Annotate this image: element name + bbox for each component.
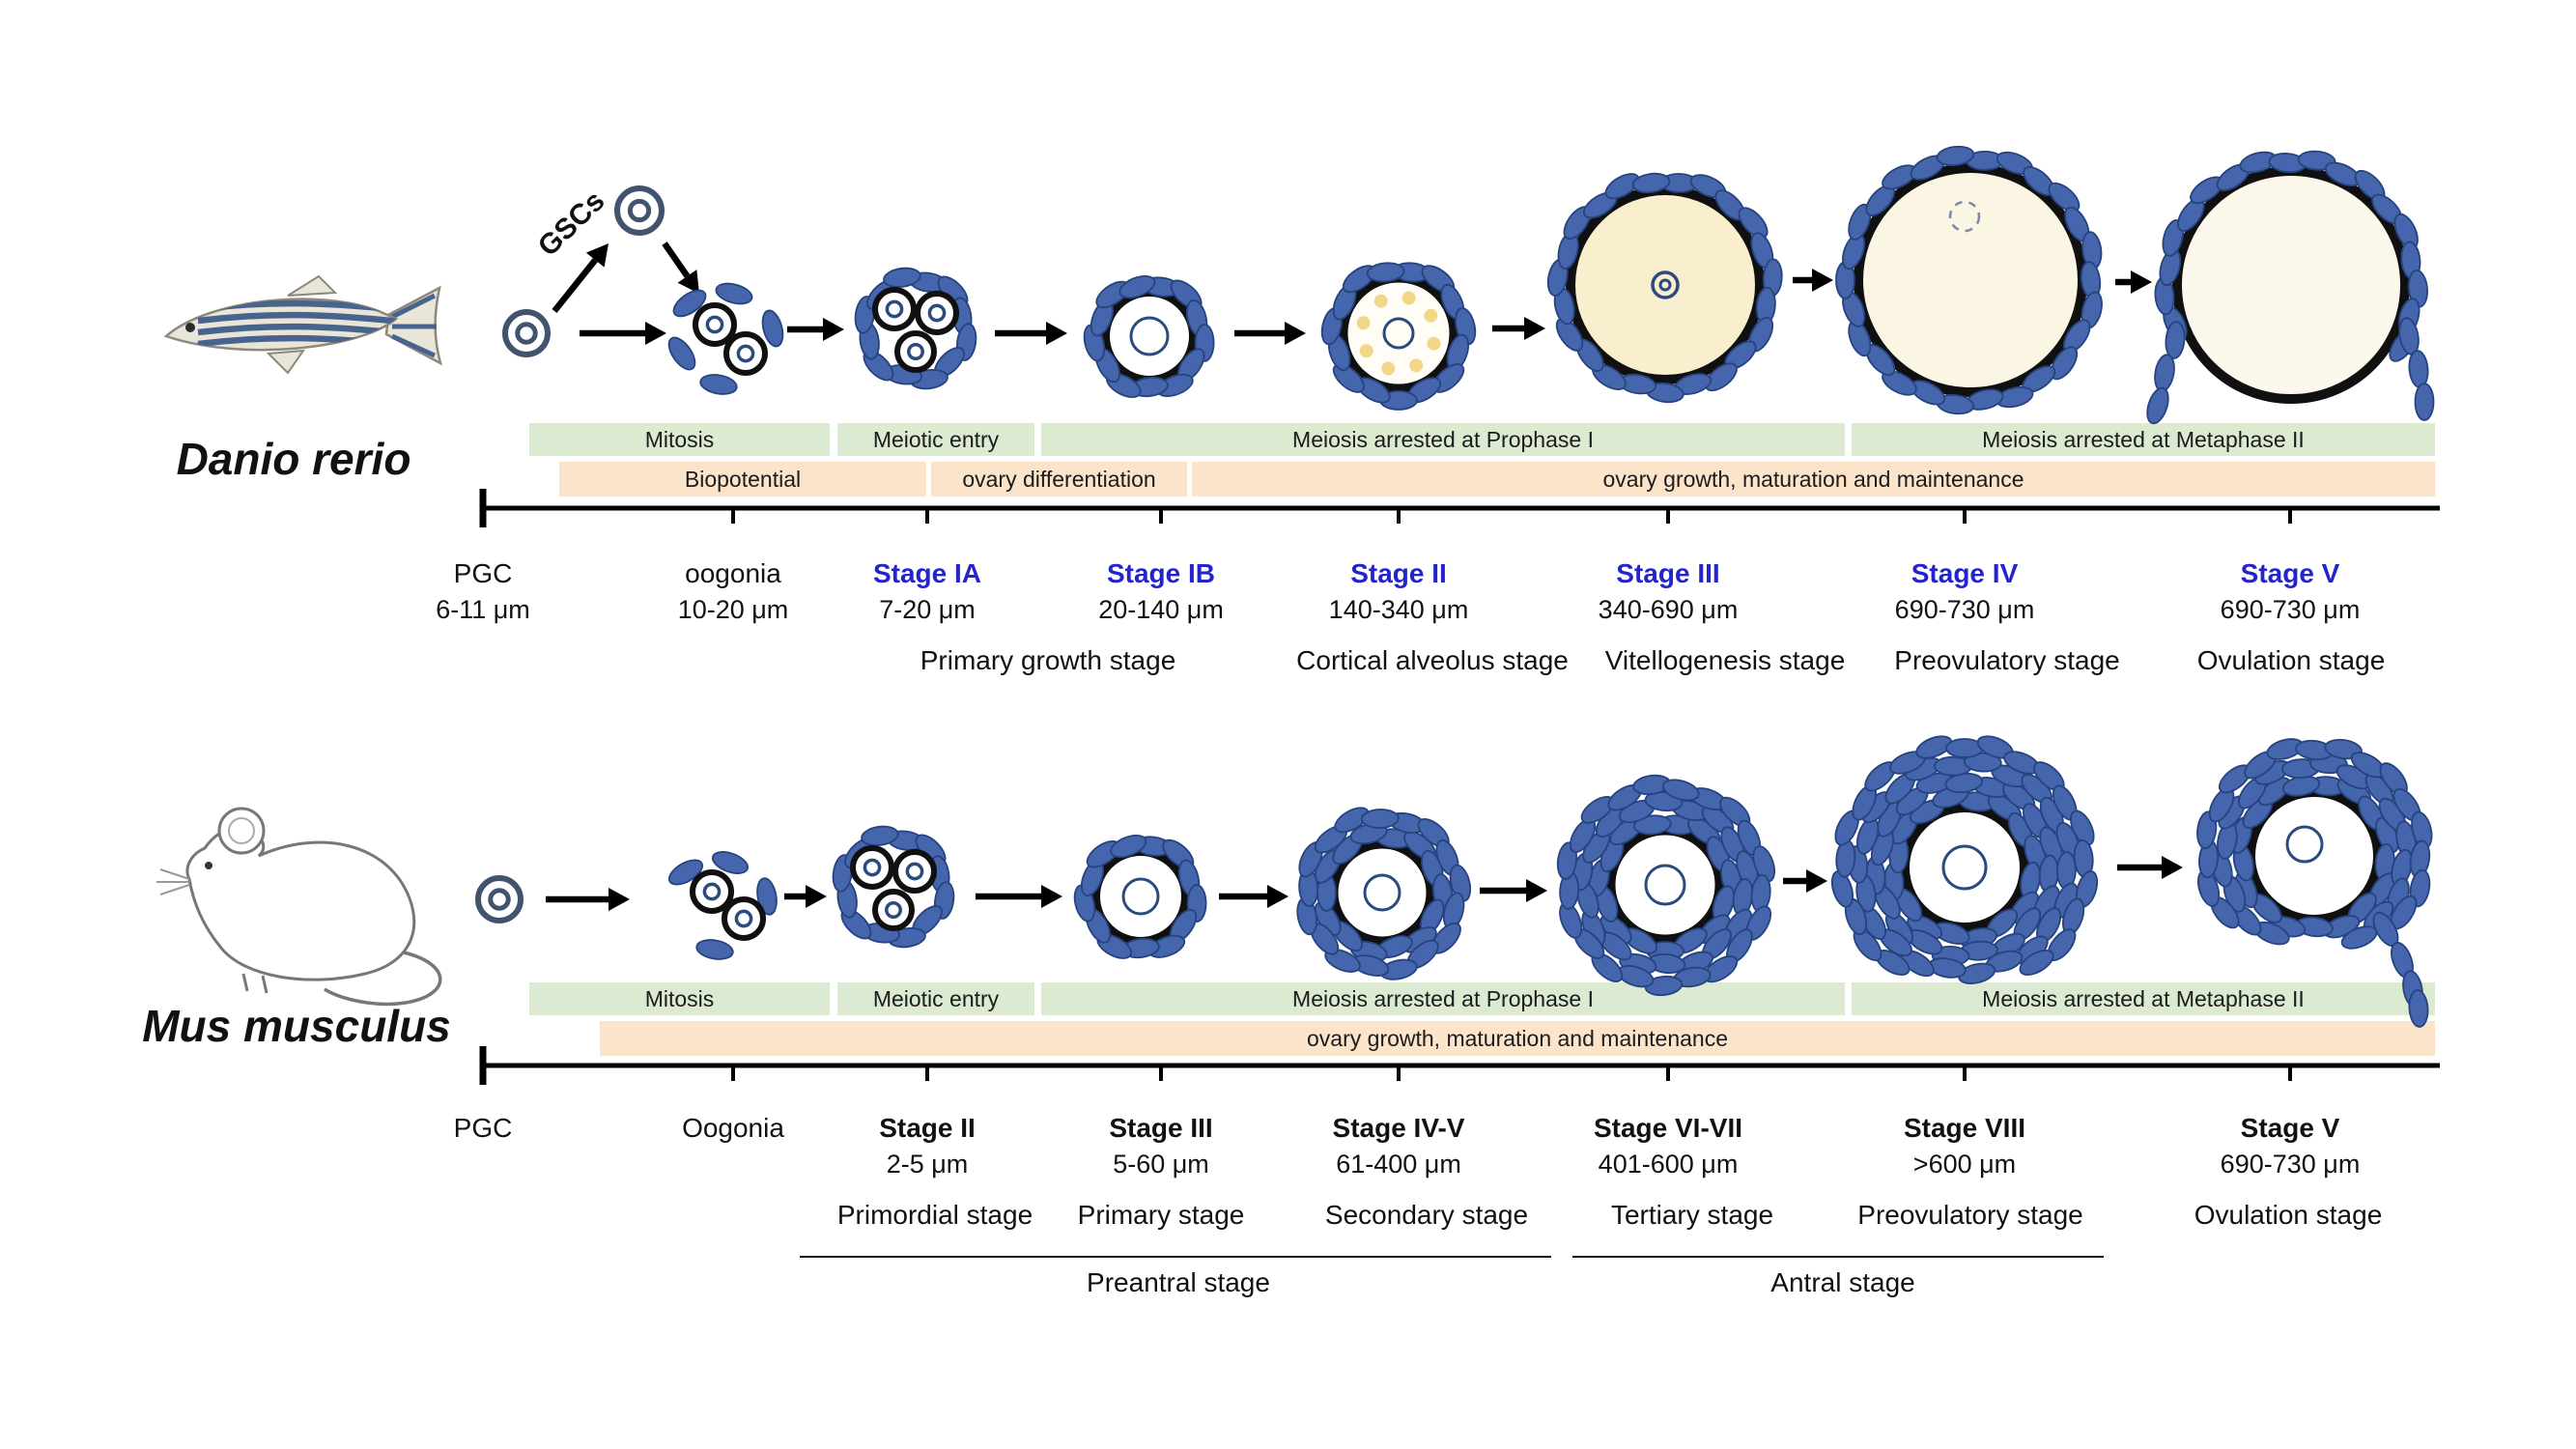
zf-bar-ovary-differentiation: ovary differentiation [931, 462, 1187, 497]
ms-bar-prophase-arrest: Meiosis arrested at Prophase I [1041, 982, 1845, 1015]
zebrafish-cells [502, 145, 2435, 425]
mouse-species-label: Mus musculus [142, 1001, 451, 1051]
ms-phase-tertiary: Tertiary stage [1610, 1200, 1774, 1230]
zf-stage-name: Stage II [1350, 558, 1447, 588]
ms-stage-col-viii: Stage VIII >600 μm [1904, 1109, 2025, 1180]
zf-stage-name: Stage IV [1911, 558, 2019, 588]
zf-stage-name: oogonia [685, 558, 781, 588]
zf-stage-col-iv: Stage IV 690-730 μm [1895, 554, 2035, 626]
ms-group-antral: Antral stage [1770, 1267, 1915, 1297]
zf-stage-name: Stage IB [1106, 558, 1216, 588]
zf-phase-primary-growth: Primary growth stage [920, 645, 1176, 675]
ms-bar-metaphase-arrest: Meiosis arrested at Metaphase II [1852, 982, 2435, 1015]
ms-stage-size: >600 μm [1912, 1150, 2017, 1179]
zf-bar-metaphase-arrest: Meiosis arrested at Metaphase II [1852, 423, 2435, 456]
ms-stage-size: 61-400 μm [1336, 1150, 1461, 1179]
ms-stage-col-ii: Stage II 2-5 μm [879, 1109, 976, 1180]
ms-stage-col-iii: Stage III 5-60 μm [1109, 1109, 1212, 1180]
zebrafish-species-label: Danio rerio [176, 434, 411, 484]
zf-bar-meiotic-entry: Meiotic entry [837, 423, 1034, 456]
ms-stage-col-pgc: PGC [454, 1109, 513, 1148]
ms-bar-ovary-growth: ovary growth, maturation and maintenance [600, 1021, 2435, 1056]
ms-stage-name: Oogonia [682, 1113, 784, 1143]
zf-stage-size: 690-730 μm [1894, 595, 2035, 624]
zf-stage-col-ii: Stage II 140-340 μm [1329, 554, 1469, 626]
ms-stage-size: 2-5 μm [886, 1150, 969, 1179]
ms-stage-col-v: Stage V 690-730 μm [2221, 1109, 2361, 1180]
gscs-label: GSCs [531, 185, 611, 263]
ms-stage-col-oogonia: Oogonia [682, 1109, 784, 1148]
zf-stage-col-v: Stage V 690-730 μm [2221, 554, 2361, 626]
ms-phase-primordial: Primordial stage [836, 1200, 1033, 1230]
ms-stage-size: 5-60 μm [1113, 1150, 1209, 1179]
zf-phase-preovulatory: Preovulatory stage [1894, 645, 2120, 675]
zf-stage-size: 20-140 μm [1098, 595, 1224, 624]
zf-stage-col-pgc: PGC 6-11 μm [436, 554, 530, 626]
ms-stage-name: Stage V [2240, 1113, 2340, 1143]
ms-phase-ovulation: Ovulation stage [2194, 1200, 2383, 1230]
zf-stage-size: 10-20 μm [677, 595, 789, 624]
zf-stage-size: 340-690 μm [1598, 595, 1739, 624]
ms-stage-name: Stage III [1109, 1113, 1213, 1143]
ms-stage-name: Stage VI-VII [1593, 1113, 1743, 1143]
zf-stage-col-ia: Stage IA 7-20 μm [873, 554, 981, 626]
ms-stage-name: Stage VIII [1903, 1113, 2026, 1143]
zf-bar-biopotential: Biopotential [559, 462, 926, 497]
ms-stage-size: 690-730 μm [2220, 1150, 2361, 1179]
ms-stage-name: Stage IV-V [1332, 1113, 1465, 1143]
zf-stage-col-ib: Stage IB 20-140 μm [1098, 554, 1224, 626]
zf-stage-size: 6-11 μm [436, 595, 530, 624]
zf-phase-ovulation: Ovulation stage [2196, 645, 2386, 675]
zf-stage-name: Stage V [2240, 558, 2340, 588]
ms-bar-mitosis: Mitosis [529, 982, 830, 1015]
zf-stage-size: 690-730 μm [2220, 595, 2361, 624]
ms-phase-primary: Primary stage [1077, 1200, 1245, 1230]
ms-stage-col-vi-vii: Stage VI-VII 401-600 μm [1594, 1109, 1742, 1180]
zf-bar-ovary-growth: ovary growth, maturation and maintenance [1192, 462, 2435, 497]
zf-stage-name: Stage IA [872, 558, 982, 588]
zf-stage-col-iii: Stage III 340-690 μm [1599, 554, 1739, 626]
zf-bar-mitosis: Mitosis [529, 423, 830, 456]
antral-underline [1572, 1256, 2104, 1258]
zf-stage-size: 140-340 μm [1328, 595, 1469, 624]
mouse-illustration [156, 807, 442, 1007]
ms-bar-meiotic-entry: Meiotic entry [837, 982, 1034, 1015]
zf-stage-name: Stage III [1616, 558, 1720, 588]
ms-stage-col-iv-v: Stage IV-V 61-400 μm [1333, 1109, 1465, 1180]
zf-stage-name: PGC [453, 558, 513, 588]
zebrafish-illustration [163, 274, 442, 375]
zf-stage-col-oogonia: oogonia 10-20 μm [678, 554, 789, 626]
preantral-underline [800, 1256, 1551, 1258]
ms-phase-secondary: Secondary stage [1324, 1200, 1529, 1230]
zf-phase-vitellogenesis: Vitellogenesis stage [1604, 645, 1846, 675]
zf-bar-prophase-arrest: Meiosis arrested at Prophase I [1041, 423, 1845, 456]
ms-stage-size: 401-600 μm [1598, 1150, 1739, 1179]
ms-group-preantral: Preantral stage [1087, 1267, 1270, 1297]
ms-stage-name: PGC [453, 1113, 513, 1143]
ms-stage-name: Stage II [879, 1113, 976, 1143]
ms-phase-preovulatory: Preovulatory stage [1857, 1200, 2083, 1230]
zf-stage-size: 7-20 μm [879, 595, 976, 624]
zf-phase-cortical-alveolus: Cortical alveolus stage [1296, 645, 1569, 675]
